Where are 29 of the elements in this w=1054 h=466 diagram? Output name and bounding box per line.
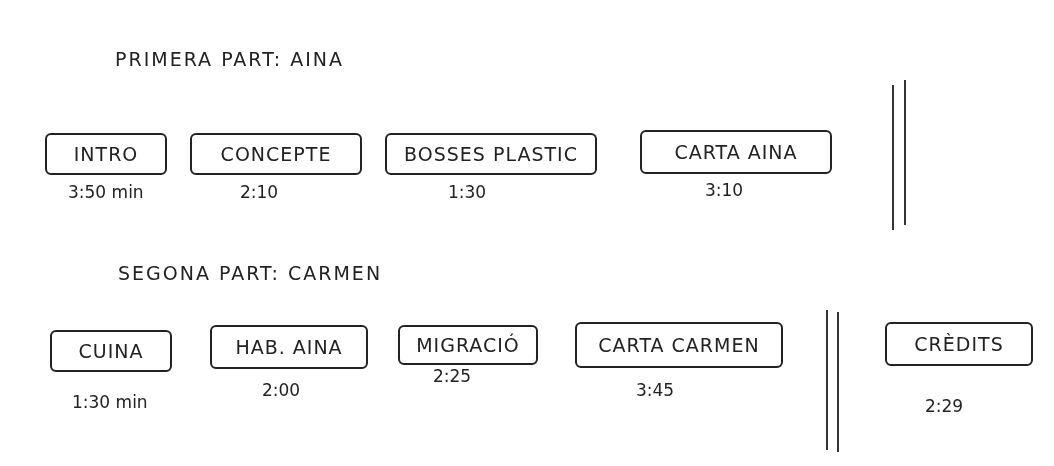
scene-box: [50, 330, 172, 372]
scene-title: CARTA CARMEN: [598, 334, 760, 356]
duration-label: 2:29: [925, 396, 964, 416]
duration-label: 3:50 min: [68, 182, 144, 202]
scene-box: [885, 322, 1033, 366]
duration-label: 3:10: [705, 180, 744, 200]
scene-title: CARTA AINA: [674, 141, 798, 163]
section-heading: SEGONA PART: CARMEN: [118, 262, 383, 284]
duration-label: 2:25: [433, 366, 472, 386]
scene-box: [45, 133, 167, 175]
duration-label: 3:45: [636, 380, 675, 400]
scene-box: [575, 322, 783, 368]
duration-label: 2:10: [240, 182, 279, 202]
scene-box: [210, 325, 368, 369]
duration-label: 1:30 min: [72, 392, 148, 412]
section-heading: PRIMERA PART: AINA: [115, 48, 344, 70]
duration-label: 2:00: [262, 380, 301, 400]
scene-box: [190, 133, 362, 175]
scene-box: [640, 130, 832, 174]
scene-box: [385, 133, 597, 175]
scene-title: CRÈDITS: [914, 333, 1004, 355]
scene-title: INTRO: [73, 143, 139, 165]
scene-title: CONCEPTE: [220, 143, 332, 165]
scene-title: MIGRACIÓ: [416, 334, 520, 356]
duration-label: 1:30: [448, 182, 487, 202]
scene-box: [398, 325, 538, 365]
scene-title: HAB. AINA: [235, 336, 343, 358]
scene-title: BOSSES PLASTIC: [404, 143, 578, 165]
scene-title: CUINA: [78, 340, 144, 362]
